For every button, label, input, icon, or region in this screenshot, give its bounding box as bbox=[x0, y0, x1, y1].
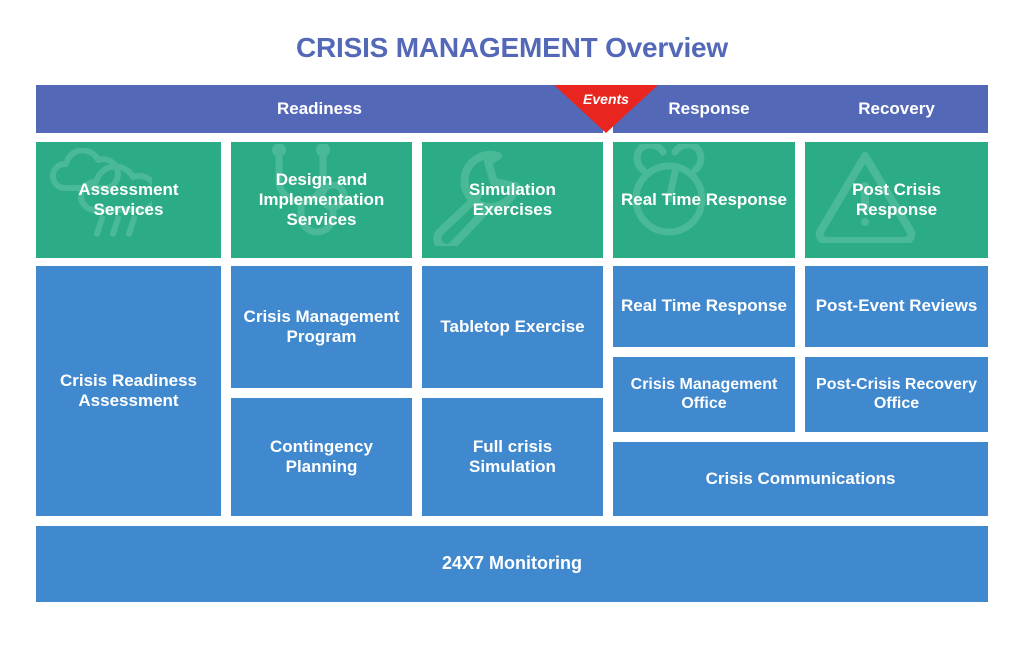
card-simulation-exercises[interactable]: Simulation Exercises bbox=[422, 142, 603, 258]
card-real-time-response[interactable]: Real Time Response bbox=[613, 142, 795, 258]
card-real-time-response-detail[interactable]: Real Time Response bbox=[613, 266, 795, 347]
card-label: Full crisis Simulation bbox=[469, 436, 556, 476]
header-readiness[interactable]: Readiness bbox=[36, 85, 603, 133]
card-label: Simulation Exercises bbox=[469, 179, 556, 219]
header-readiness-label: Readiness bbox=[276, 99, 363, 118]
events-marker[interactable]: Events bbox=[554, 85, 658, 133]
card-label: Real Time Response bbox=[621, 296, 787, 316]
card-assessment-services[interactable]: Assessment Services bbox=[36, 142, 221, 258]
card-label: Post Crisis Response bbox=[852, 179, 941, 219]
card-full-crisis-simulation[interactable]: Full crisis Simulation bbox=[422, 398, 603, 516]
card-label: Post-Crisis Recovery Office bbox=[816, 375, 977, 412]
phase-header-band: Readiness Response Recovery Events bbox=[36, 85, 988, 133]
card-label: Crisis Management Office bbox=[630, 375, 778, 412]
events-label: Events bbox=[583, 91, 629, 107]
events-triangle-icon bbox=[554, 85, 658, 133]
card-post-crisis-recovery-office[interactable]: Post-Crisis Recovery Office bbox=[805, 357, 988, 432]
header-recovery[interactable]: Recovery bbox=[805, 85, 988, 133]
card-contingency-planning[interactable]: Contingency Planning bbox=[231, 398, 412, 516]
header-response-label: Response bbox=[668, 99, 750, 118]
page-title: CRISIS MANAGEMENT Overview bbox=[296, 32, 728, 63]
card-crisis-readiness-assessment[interactable]: Crisis Readiness Assessment bbox=[36, 266, 221, 516]
card-label: Tabletop Exercise bbox=[440, 316, 585, 336]
card-label: Crisis Management Program bbox=[243, 306, 400, 346]
card-crisis-management-program[interactable]: Crisis Management Program bbox=[231, 266, 412, 388]
card-tabletop-exercise[interactable]: Tabletop Exercise bbox=[422, 266, 603, 388]
header-recovery-label: Recovery bbox=[858, 99, 935, 118]
card-label: Real Time Response bbox=[621, 189, 787, 209]
card-crisis-communications[interactable]: Crisis Communications bbox=[613, 442, 988, 516]
card-label: Crisis Communications bbox=[705, 468, 896, 488]
card-label: 24X7 Monitoring bbox=[441, 553, 582, 574]
card-label: Post-Event Reviews bbox=[815, 296, 978, 316]
card-design-implementation-services[interactable]: Design and Implementation Services bbox=[231, 142, 412, 258]
card-post-crisis-response[interactable]: Post Crisis Response bbox=[805, 142, 988, 258]
card-label: Design and Implementation Services bbox=[258, 169, 385, 230]
card-crisis-management-office[interactable]: Crisis Management Office bbox=[613, 357, 795, 432]
card-24x7-monitoring[interactable]: 24X7 Monitoring bbox=[36, 526, 988, 602]
card-label: Assessment Services bbox=[78, 179, 179, 219]
card-label: Contingency Planning bbox=[270, 436, 373, 476]
card-post-event-reviews[interactable]: Post-Event Reviews bbox=[805, 266, 988, 347]
card-label: Crisis Readiness Assessment bbox=[59, 370, 197, 410]
